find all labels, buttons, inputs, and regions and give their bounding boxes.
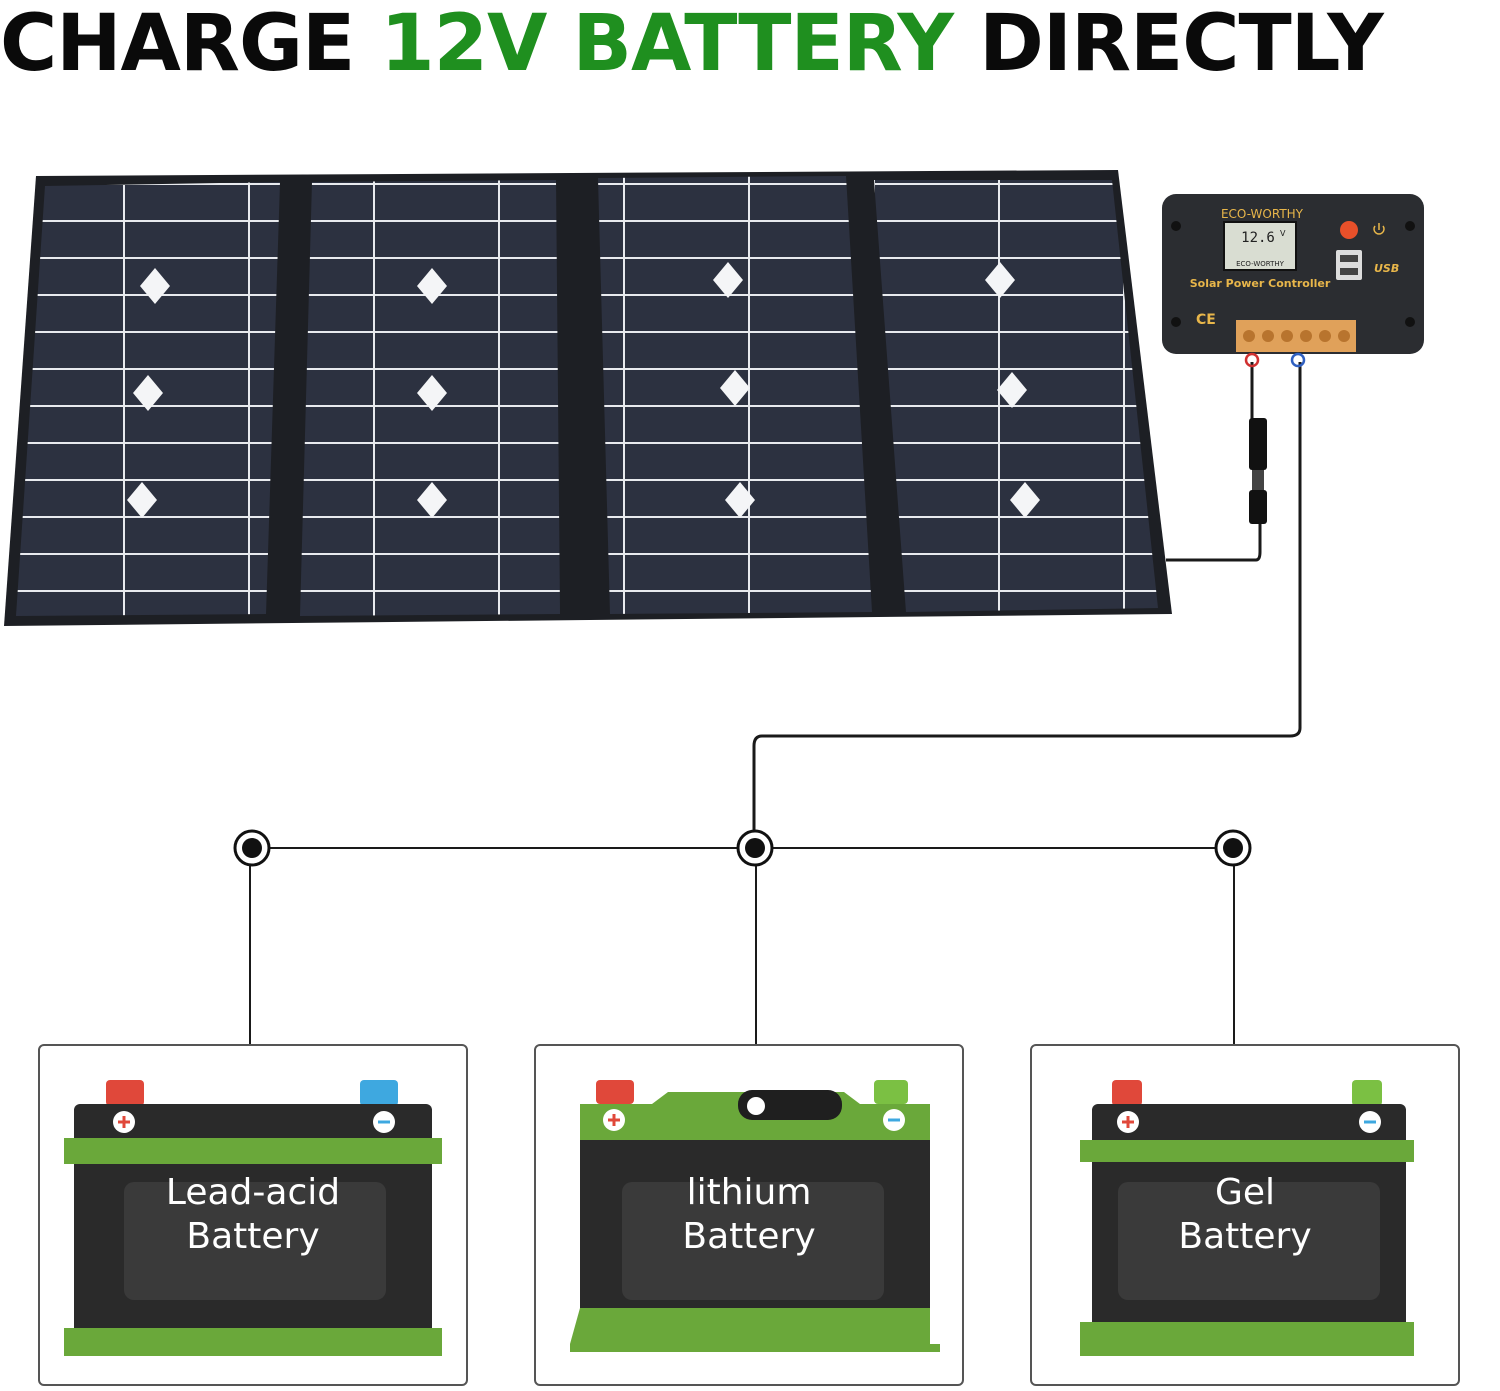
terminal-block-icon [1236, 320, 1356, 352]
cable-wiring [752, 362, 1302, 830]
headline: CHARGE 12V BATTERY DIRECTLY [0, 0, 1500, 90]
battery-label-gel: Gel Battery [1178, 1172, 1312, 1257]
mounting-screw-icon [1405, 221, 1415, 231]
junction-node-1 [233, 829, 271, 867]
panel-output-cable [1166, 520, 1262, 562]
panel-frame [4, 170, 1172, 626]
panel-diamond-highlights [127, 262, 1040, 518]
headline-part-1: CHARGE [0, 0, 381, 89]
battery-label-lead-acid: Lead-acid Battery [165, 1172, 341, 1257]
charge-controller: ECO-WORTHY 12.6 V ECO-WORTHY Solar Power… [1162, 194, 1424, 368]
controller-cable-right [752, 362, 1302, 830]
junction-node-3 [1214, 829, 1252, 867]
mounting-screw-icon [1171, 317, 1181, 327]
lead-acid-battery-icon [64, 1080, 442, 1356]
battery-card-lithium: lithium Battery [534, 1044, 964, 1386]
lcd-reading: 12.6 [1241, 230, 1275, 246]
battery-card-gel: Gel Battery [1030, 1044, 1460, 1386]
lcd-display [1223, 221, 1297, 271]
usb-port-icon [1336, 250, 1362, 280]
junction-node-2 [736, 829, 774, 867]
mounting-screw-icon [1405, 317, 1415, 327]
lithium-battery-icon [570, 1080, 940, 1352]
mounting-screw-icon [1171, 221, 1181, 231]
lcd-brand: ECO-WORTHY [1236, 260, 1285, 268]
headline-part-3: DIRECTLY [953, 0, 1384, 89]
power-symbol-icon [1373, 223, 1385, 235]
controller-brand: ECO-WORTHY [1221, 207, 1304, 221]
solar-panel [4, 170, 1172, 626]
usb-label: USB [1374, 262, 1399, 275]
battery-label-lithium: lithium Battery [682, 1172, 816, 1257]
gel-battery-icon [1080, 1080, 1414, 1356]
headline-highlight: 12V BATTERY [380, 0, 954, 89]
battery-card-lead-acid: Lead-acid Battery [38, 1044, 468, 1386]
power-button-icon [1340, 221, 1358, 239]
dc-connector [1249, 418, 1267, 524]
controller-name: Solar Power Controller [1190, 277, 1331, 290]
ce-mark: CE [1196, 312, 1216, 328]
distribution-lines [249, 847, 1235, 1044]
lcd-unit: V [1280, 229, 1286, 238]
